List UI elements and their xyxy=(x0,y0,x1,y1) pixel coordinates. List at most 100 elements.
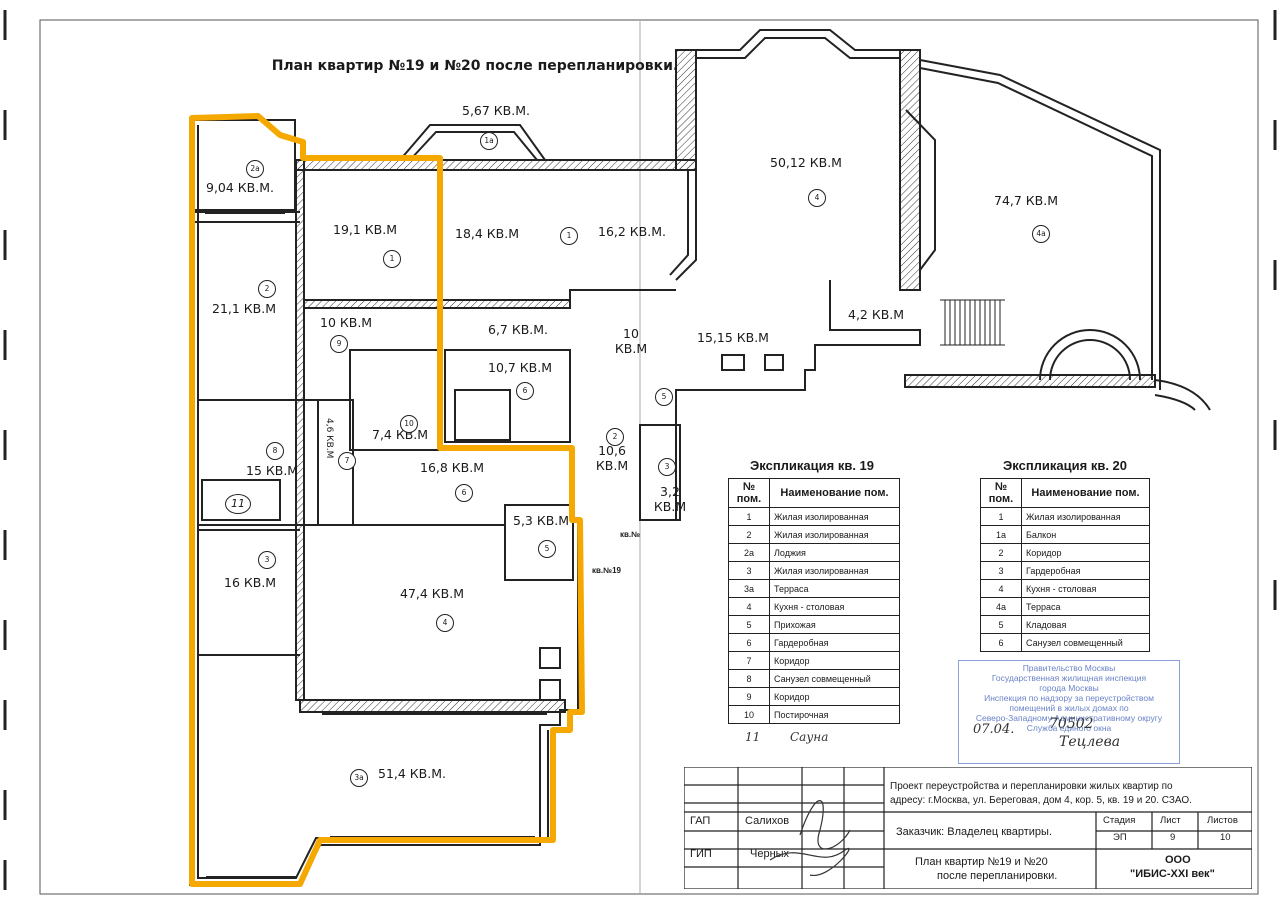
room-number-circle: 2 xyxy=(258,280,276,298)
room-name-cell: Гардеробная xyxy=(769,633,900,652)
room-name-cell: Терраса xyxy=(769,579,900,598)
gip-name: Черных xyxy=(750,848,790,860)
room-number-cell: 3а xyxy=(728,579,770,598)
room-area-label: 16 КВ.М xyxy=(224,575,277,590)
room-name-cell: Кухня - столовая xyxy=(1021,579,1150,598)
cert-signature: Тецлева xyxy=(1059,734,1121,750)
room-number-cell: 8 xyxy=(728,669,770,688)
room-number-circle: 10 xyxy=(400,415,418,433)
room-number-circle: 8 xyxy=(266,442,284,460)
room-area-label: 7,4 КВ.М xyxy=(372,427,429,442)
explication20-caption: Экспликация кв. 20 xyxy=(1003,458,1128,473)
gip-label: ГИП xyxy=(690,848,712,860)
org-line2: "ИБИС-XXI век" xyxy=(1130,868,1215,880)
room-name-cell: Терраса xyxy=(1021,597,1150,616)
room-number-cell: 1а xyxy=(980,525,1022,544)
drawing-line2: после перепланировки. xyxy=(937,870,1058,882)
cert-line: Служба единого окна xyxy=(1026,723,1112,733)
room-number-circle: 3а xyxy=(350,769,368,787)
room-number-circle: 2а xyxy=(246,160,264,178)
sheet-value: 9 xyxy=(1170,832,1176,843)
kv19-label: кв.№19 xyxy=(592,566,621,575)
sheet-frame xyxy=(39,19,1259,895)
cert-line: города Москвы xyxy=(1039,683,1099,693)
room-area-label: 4,2 КВ.М xyxy=(848,307,905,322)
handwritten-num: 11 xyxy=(745,730,761,744)
room-number-circle: 4 xyxy=(436,614,454,632)
room-number-cell: 4 xyxy=(980,579,1022,598)
room-number-cell: 7 xyxy=(728,651,770,670)
room-number-circle: 9 xyxy=(330,335,348,353)
room-area-label: 19,1 КВ.М xyxy=(333,222,398,237)
room-area-label: 10,6 КВ.М xyxy=(595,443,629,473)
room-name-cell: Кладовая xyxy=(1021,615,1150,634)
room-area-label: 74,7 КВ.М xyxy=(994,193,1059,208)
customer: Заказчик: Владелец квартиры. xyxy=(896,826,1053,838)
room-number-cell: 2 xyxy=(728,525,770,544)
sheets-header: Листов xyxy=(1207,815,1238,826)
room-name-cell: Балкон xyxy=(1021,525,1150,544)
room-number-cell: 6 xyxy=(728,633,770,652)
room-name-cell: Прихожая xyxy=(769,615,900,634)
room-name-cell: Кухня - столовая xyxy=(769,597,900,616)
page-title: План квартир №19 и №20 после перепланиро… xyxy=(271,58,679,74)
room-number-cell: 9 xyxy=(728,687,770,706)
room-number-cell: 1 xyxy=(728,507,770,526)
room-name-cell: Лоджия xyxy=(769,543,900,562)
kv20-label: кв.№ xyxy=(620,530,641,539)
room-area-label: 10 КВ.М xyxy=(614,326,648,356)
room-area-label: 18,4 КВ.М xyxy=(455,226,520,241)
project-line1: Проект переустройства и перепланировки ж… xyxy=(890,781,1173,792)
room-area-label: 16,2 КВ.М. xyxy=(598,224,666,239)
gap-label: ГАП xyxy=(690,815,711,827)
table-header: № пом. xyxy=(980,478,1022,508)
room-name-cell: Санузел совмещенный xyxy=(769,669,900,688)
room-area-label: 10,7 КВ.М xyxy=(488,360,553,375)
room-number-circle: 5 xyxy=(655,388,673,406)
room-area-label: 15 КВ.М xyxy=(246,463,299,478)
room-name-cell: Коридор xyxy=(1021,543,1150,562)
room-number-circle: 4а xyxy=(1032,225,1050,243)
room-number-circle: 7 xyxy=(338,452,356,470)
room-number-cell: 1 xyxy=(980,507,1022,526)
cert-line: Правительство Москвы xyxy=(1022,663,1116,673)
room-area-label: 6,7 КВ.М. xyxy=(488,322,549,337)
cert-line: помещений в жилых домах по xyxy=(1009,703,1129,713)
table-header: Наименование пом. xyxy=(769,478,900,508)
sheet-header: Лист xyxy=(1160,815,1181,826)
room-number-cell: 3 xyxy=(728,561,770,580)
room-area-label: 16,8 КВ.М xyxy=(420,460,485,475)
gap-name: Салихов xyxy=(745,815,790,827)
room-number-circle: 5 xyxy=(538,540,556,558)
drawing-line1: План квартир №19 и №20 xyxy=(915,856,1048,868)
room-name-cell: Гардеробная xyxy=(1021,561,1150,580)
cert-line: Государственная жилищная инспекция xyxy=(991,673,1147,683)
walls-apt20 xyxy=(639,29,1211,521)
cert-date: 07.04. xyxy=(973,722,1015,737)
stage-value: ЭП xyxy=(1113,832,1127,843)
room-area-label: 9,04 КВ.М. xyxy=(206,180,274,195)
room-name-cell: Жилая изолированная xyxy=(769,525,900,544)
room-number-cell: 10 xyxy=(728,705,770,724)
room-name-cell: Жилая изолированная xyxy=(769,561,900,580)
room-area-label: 51,4 КВ.М. xyxy=(378,766,446,781)
org-line1: ООО xyxy=(1165,854,1191,866)
room-name-cell: Жилая изолированная xyxy=(1021,507,1150,526)
room-name-cell: Санузел совмещенный xyxy=(1021,633,1150,652)
room-number-circle: 4 xyxy=(808,189,826,207)
cert-line: Северо-Западному Административному округ… xyxy=(975,713,1163,723)
room-number-circle: 3 xyxy=(258,551,276,569)
